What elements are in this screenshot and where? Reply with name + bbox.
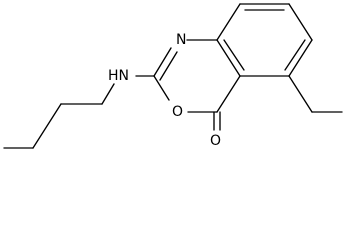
bond-aromatic-3 xyxy=(288,3,313,41)
ring-nitrogen-label: N xyxy=(176,32,186,48)
bond-c2-o xyxy=(153,75,170,101)
bond-c4-c4a xyxy=(216,75,241,113)
bond-n-c2-double-outer xyxy=(153,47,172,77)
amine-label: HN xyxy=(108,68,129,84)
bond-aromatic-double-2 xyxy=(284,39,306,71)
bond-nh-c1 xyxy=(101,83,115,105)
bond-n-c2-double-inner xyxy=(159,51,178,81)
bond-aromatic-4 xyxy=(288,39,313,77)
bond-butyl-2 xyxy=(32,103,62,149)
molecule-svg: N HN O O xyxy=(3,3,343,149)
carbonyl-oxygen-label: O xyxy=(210,133,221,149)
bond-aromatic-double-3 xyxy=(223,39,245,71)
bond-aromatic-6 xyxy=(216,39,241,77)
ring-oxygen-label: O xyxy=(172,104,183,120)
chemical-structure-diagram: N HN O O xyxy=(3,3,343,149)
bond-aromatic-1 xyxy=(216,3,241,41)
bond-ethyl-1 xyxy=(288,75,313,113)
